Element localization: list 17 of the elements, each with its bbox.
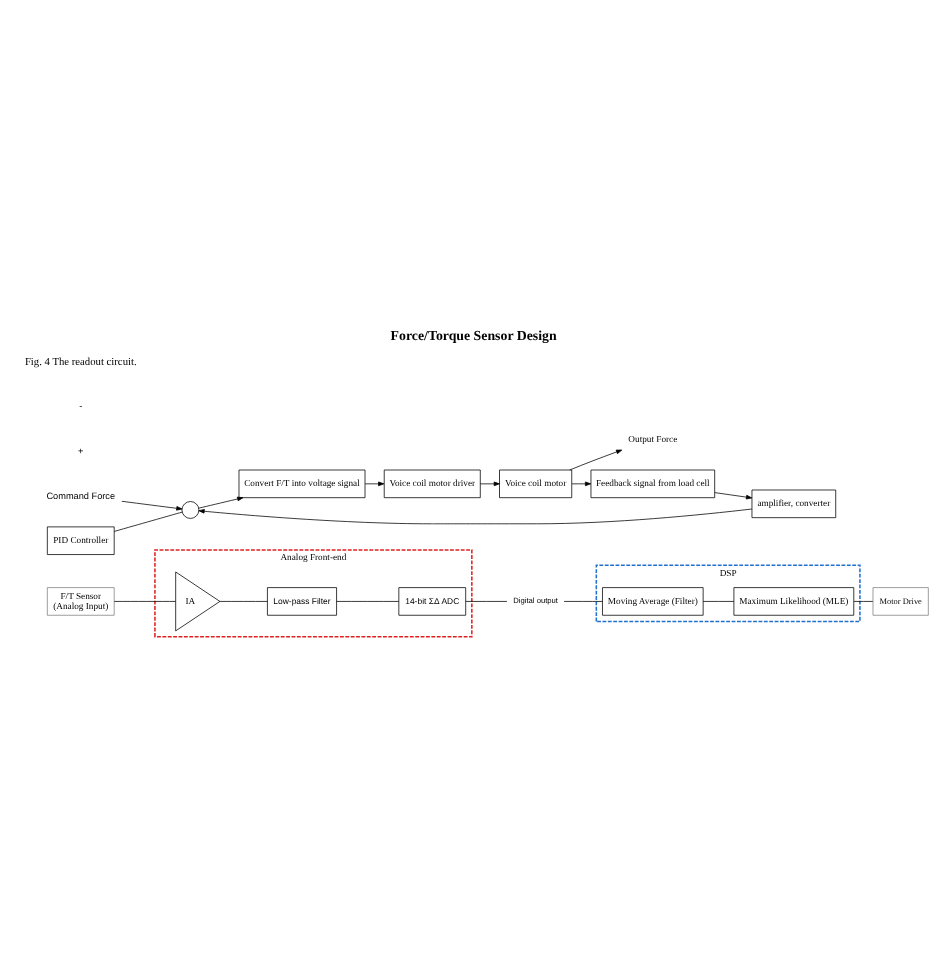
arrow — [198, 495, 244, 508]
arrow — [364, 480, 385, 486]
connector — [219, 600, 268, 601]
node-circle — [181, 500, 200, 518]
arrow — [569, 448, 623, 470]
connector — [336, 600, 400, 601]
arrow — [479, 480, 500, 486]
arrow — [121, 499, 183, 510]
arrow — [571, 480, 592, 486]
arrow — [198, 507, 753, 524]
connector — [702, 600, 735, 601]
connector — [465, 600, 508, 601]
connector — [853, 600, 874, 601]
connector — [563, 600, 603, 601]
connector — [113, 600, 176, 601]
arrow — [714, 491, 753, 499]
connector — [113, 510, 183, 531]
